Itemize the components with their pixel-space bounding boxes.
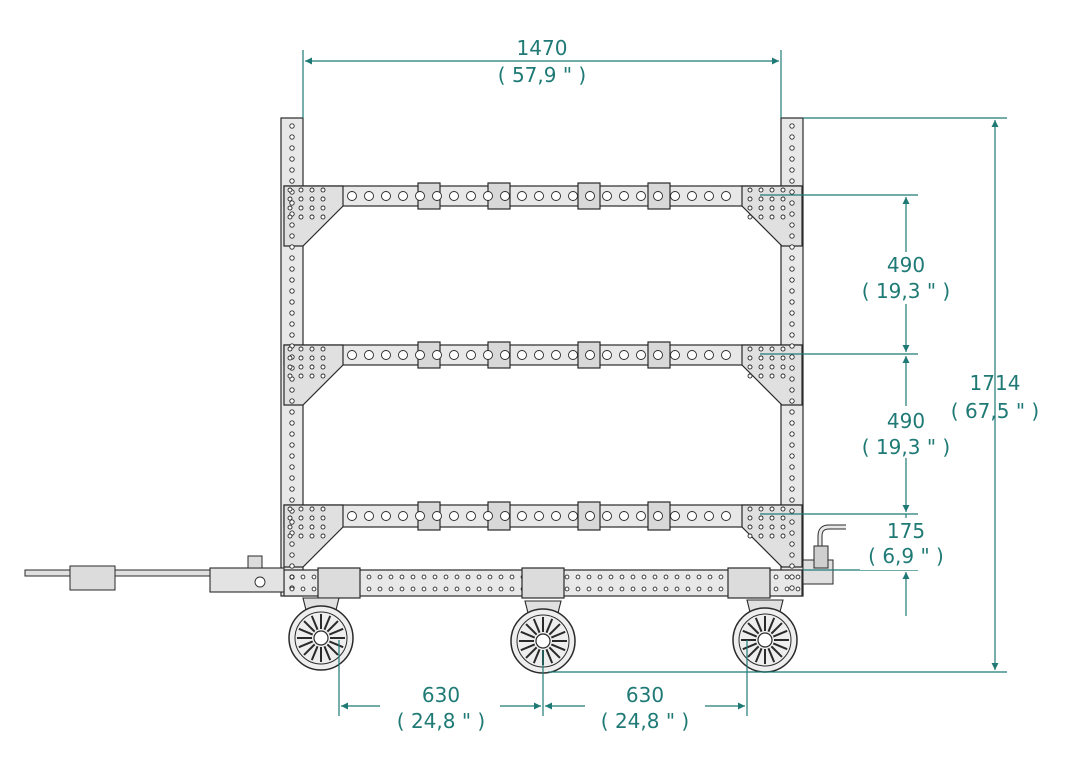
caster-wheel xyxy=(732,599,798,673)
caster-brackets xyxy=(317,567,771,599)
dimension-shelf-spacing: 490 ( 19,3 " ) 490 ( 19,3 " ) 175 ( 6,9 … xyxy=(760,194,952,616)
height-mm-label: 1714 xyxy=(970,371,1021,395)
shelf-gap-mid-in-label: ( 19,3 " ) xyxy=(862,435,950,459)
wheel-spacing-left-in-label: ( 24,8 " ) xyxy=(397,709,485,733)
dimension-overall-height: 1714 ( 67,5 " ) xyxy=(548,117,1039,673)
base-height-mm-label: 175 xyxy=(887,519,925,543)
casters xyxy=(288,597,798,674)
shelf-gap-mid-mm-label: 490 xyxy=(887,409,925,433)
wheel-spacing-right-in-label: ( 24,8 " ) xyxy=(601,709,689,733)
base-height-in-label: ( 6,9 " ) xyxy=(868,544,944,568)
height-in-label: ( 67,5 " ) xyxy=(951,399,1039,423)
shelf-gap-top-in-label: ( 19,3 " ) xyxy=(862,279,950,303)
wheel-spacing-left-mm-label: 630 xyxy=(422,683,460,707)
caster-wheel xyxy=(288,597,354,671)
tow-bar xyxy=(24,555,285,593)
shelf-gap-top-mm-label: 490 xyxy=(887,253,925,277)
dimension-overall-width: 1470 ( 57,9 " ) xyxy=(302,36,782,118)
caster-wheel xyxy=(510,600,576,674)
width-in-label: ( 57,9 " ) xyxy=(498,63,586,87)
cart-frame xyxy=(24,117,846,674)
dimension-wheel-spacing: 630 ( 24,8 " ) 630 ( 24,8 " ) xyxy=(338,640,748,734)
brake-handle xyxy=(802,524,846,585)
width-mm-label: 1470 xyxy=(517,36,568,60)
perforation-holes xyxy=(287,123,801,592)
wheel-spacing-right-mm-label: 630 xyxy=(626,683,664,707)
shelf-clamps xyxy=(417,182,671,531)
